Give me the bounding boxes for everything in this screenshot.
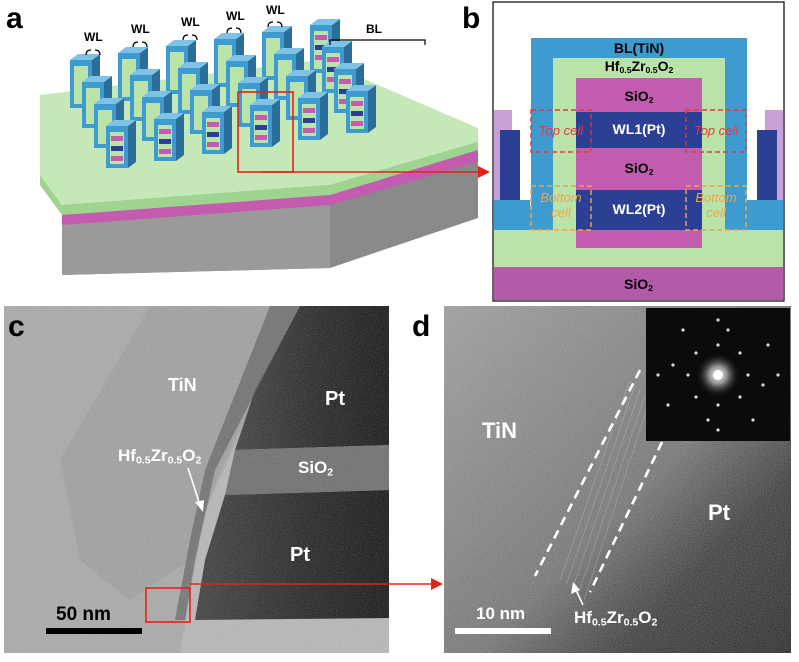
scale-label-d: 10 nm bbox=[476, 604, 526, 623]
diffraction-spot bbox=[666, 403, 670, 407]
scale-bar-d bbox=[455, 628, 551, 634]
hzo-label-d: Hf0.5Zr0.5O2 bbox=[574, 608, 658, 629]
top-cell-label-right: Top cell bbox=[693, 123, 739, 138]
pillar-grid bbox=[70, 19, 376, 168]
pillar bbox=[250, 99, 280, 147]
top-cell-box-left bbox=[530, 109, 592, 153]
panel-letter-c: c bbox=[8, 310, 25, 343]
pillar bbox=[346, 85, 376, 133]
panel-letter-d: d bbox=[412, 310, 431, 343]
wl2-label: WL2(Pt) bbox=[612, 201, 666, 217]
pt-label-d: Pt bbox=[708, 500, 730, 525]
diffraction-spot bbox=[686, 373, 690, 377]
diffraction-spot bbox=[751, 418, 755, 422]
panel-letter-a: a bbox=[6, 2, 23, 35]
wl-label-1: WL bbox=[84, 30, 103, 44]
wl1-label: WL1(Pt) bbox=[612, 121, 666, 137]
tin-label-d: TiN bbox=[482, 418, 518, 443]
diffraction-spot bbox=[716, 318, 720, 322]
bottom-cell-box-left bbox=[530, 185, 592, 231]
hzo-label-b: Hf0.5Zr0.5O2 bbox=[604, 58, 674, 76]
sio2-mid-label: SiO2 bbox=[624, 160, 654, 178]
diffraction-spot bbox=[738, 351, 742, 355]
diffraction-spot bbox=[716, 428, 720, 432]
pillar bbox=[106, 120, 136, 168]
wl1-pt bbox=[576, 112, 702, 148]
substrate-sio2 bbox=[494, 267, 783, 300]
diffraction-spot bbox=[671, 363, 675, 367]
tin-label-c: TiN bbox=[168, 375, 197, 395]
diffraction-center-spot bbox=[713, 370, 723, 380]
wl-label-2: WL bbox=[131, 22, 150, 36]
bottom-cell-box-right bbox=[685, 185, 747, 231]
top-cell-label-left: Top cell bbox=[538, 123, 584, 138]
arrow-to-d bbox=[431, 578, 443, 590]
diffraction-spot bbox=[694, 351, 698, 355]
top-cell-box-right bbox=[685, 109, 747, 153]
interface-line-1 bbox=[533, 369, 642, 577]
diffraction-spot bbox=[706, 418, 710, 422]
pillar bbox=[298, 92, 328, 140]
panel-b-cross-section bbox=[492, 1, 785, 302]
diffraction-spot bbox=[694, 395, 698, 399]
diffraction-spot bbox=[656, 373, 660, 377]
sio2-label-c: SiO2 bbox=[298, 458, 334, 479]
arrow-to-b bbox=[478, 166, 490, 178]
diffraction-spot bbox=[716, 403, 720, 407]
pt-bottom-label-c: Pt bbox=[290, 544, 310, 566]
wl2-pt bbox=[576, 190, 702, 230]
sio2-bottom-label: SiO2 bbox=[624, 276, 653, 294]
scale-bar-c bbox=[46, 628, 142, 634]
pillar bbox=[154, 113, 184, 161]
diffraction-spots bbox=[656, 318, 780, 432]
sio2-top-label: SiO2 bbox=[624, 88, 654, 106]
wl-label-3: WL bbox=[181, 15, 200, 29]
wl-label-4: WL bbox=[226, 9, 245, 23]
panel-letter-b: b bbox=[462, 2, 481, 35]
pillar bbox=[202, 106, 232, 154]
diffraction-spot bbox=[761, 383, 765, 387]
scale-label-c: 50 nm bbox=[56, 604, 111, 625]
diffraction-spot bbox=[738, 395, 742, 399]
diffraction-spot bbox=[766, 343, 770, 347]
diffraction-spot bbox=[746, 373, 750, 377]
bl-label: BL bbox=[366, 22, 382, 36]
highlight-box-c bbox=[145, 587, 191, 623]
diffraction-spot bbox=[681, 328, 685, 332]
panel-d-hrtem bbox=[444, 306, 791, 653]
diffraction-spot bbox=[776, 373, 780, 377]
bl-tin-label: BL(TiN) bbox=[613, 40, 665, 56]
panel-c-tem bbox=[4, 306, 443, 653]
diffraction-spot bbox=[726, 328, 730, 332]
diffraction-spot bbox=[716, 343, 720, 347]
hzo-label-c: Hf0.5Zr0.5O2 bbox=[118, 446, 202, 467]
pt-top-label-c: Pt bbox=[325, 388, 345, 410]
wl-label-5: WL bbox=[266, 3, 285, 17]
panel-a-array bbox=[40, 19, 490, 275]
